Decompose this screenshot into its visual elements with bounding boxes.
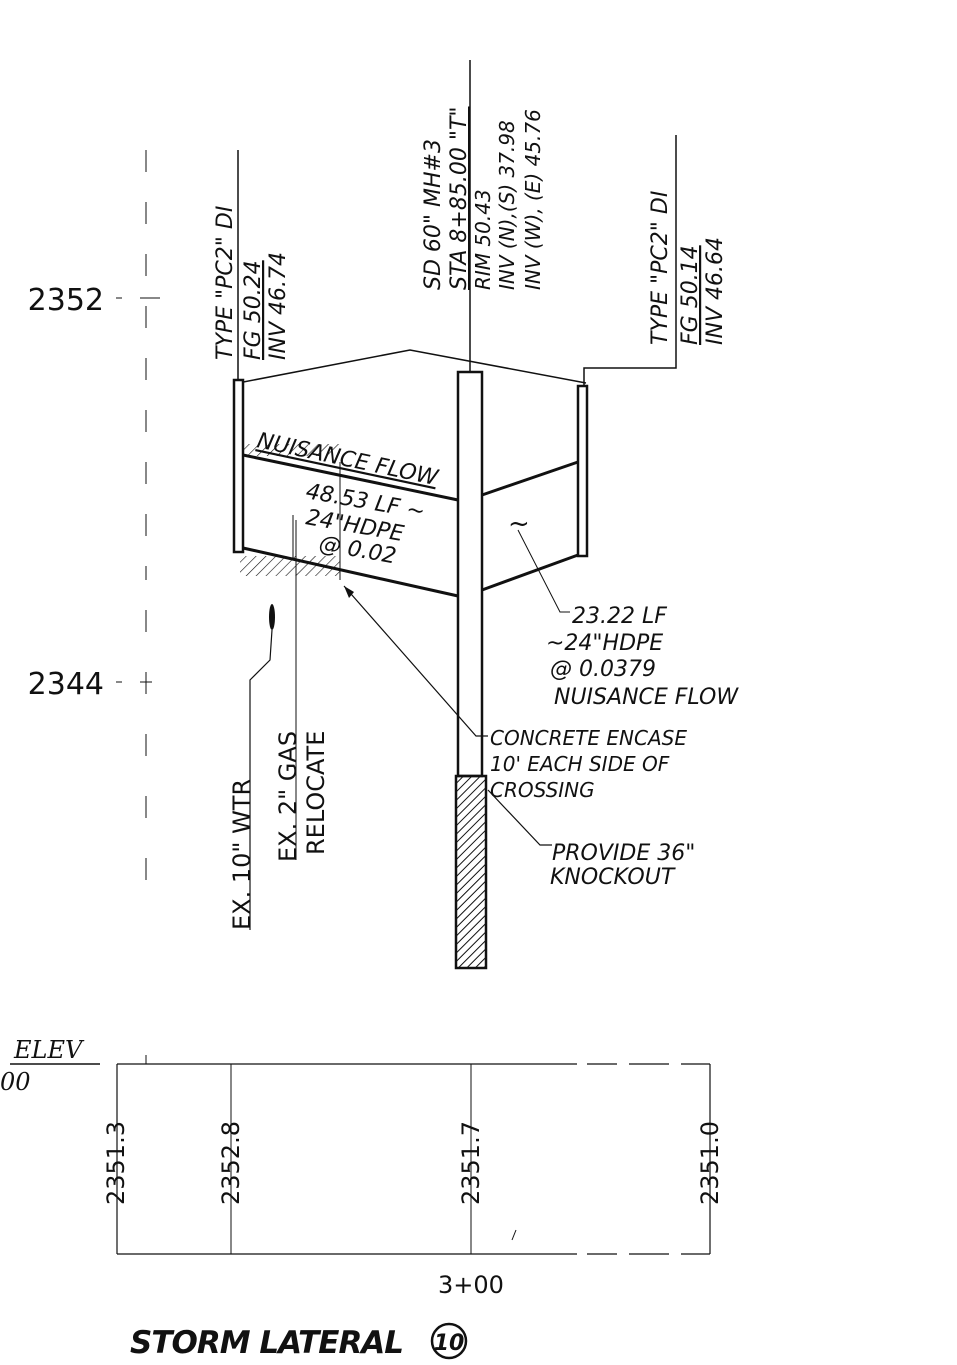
right-pipe-material: ~24"HDPE: [546, 631, 663, 656]
relocate-label: RELOCATE: [302, 731, 330, 855]
left-inlet: TYPE "PC2" DI FG 50.24 INV 46.74: [213, 150, 291, 554]
right-inlet: TYPE "PC2" DI FG 50.14 INV 46.64: [576, 135, 728, 558]
encase-note-line-2: 10' EACH SIDE OF: [490, 752, 670, 776]
gas-line-label: EX. 2" GAS: [274, 731, 302, 862]
right-pipe-flow-label: NUISANCE FLOW: [554, 685, 739, 710]
left-inlet-type: TYPE "PC2" DI: [213, 206, 238, 360]
title-number: 10: [434, 1331, 465, 1356]
manhole-label-5: INV (W), (E) 45.76: [521, 109, 545, 290]
elevation-label-lower: 2344: [28, 667, 104, 702]
left-inlet-fg: FG 50.24: [241, 260, 266, 360]
right-pipe: ~ 23.22 LF ~24"HDPE @ 0.0379 NUISANCE FL…: [481, 460, 739, 710]
table-value-3: 2351.7: [457, 1121, 485, 1205]
knockout-note-line-2: KNOCKOUT: [550, 865, 676, 890]
right-pipe-slope: @ 0.0379: [550, 657, 656, 682]
gas-line-marker: [269, 604, 275, 630]
manhole: SD 60" MH#3 STA 8+85.00 "T" RIM 50.43 IN…: [421, 60, 545, 970]
knockout-hatched-section: [454, 774, 488, 970]
left-pipe: NUISANCE FLOW 48.53 LF ~ 24"HDPE @ 0.02: [240, 428, 459, 598]
manhole-label-4: INV (N),(S) 37.98: [495, 120, 519, 290]
right-inlet-type: TYPE "PC2" DI: [648, 191, 673, 345]
table-value-1: 2351.3: [102, 1121, 130, 1205]
station-label: 3+00: [438, 1271, 504, 1299]
construction-notes: CONCRETE ENCASE 10' EACH SIDE OF CROSSIN…: [343, 585, 695, 890]
manhole-label-1: SD 60" MH#3: [421, 139, 446, 290]
manhole-label-3: RIM 50.43: [471, 189, 495, 290]
drawing-title: STORM LATERAL 10: [130, 1322, 468, 1361]
elevation-scale: 2352 2344: [28, 150, 160, 880]
manhole-label-2: STA 8+85.00 "T": [447, 106, 472, 290]
table-value-4: 2351.0: [696, 1121, 724, 1205]
right-pipe-tilde: ~: [508, 509, 530, 539]
right-inlet-fg: FG 50.14: [678, 245, 703, 345]
left-pipe-flow-label: NUISANCE FLOW: [255, 428, 441, 491]
encase-note-line-1: CONCRETE ENCASE: [490, 726, 687, 750]
water-line-label: EX. 10" WTR: [228, 779, 256, 930]
ground-line: [237, 349, 587, 384]
elevation-table: ELEV 00 2351.3 2352.8 2351.7 2351.0 3+00: [0, 1036, 724, 1299]
table-subheader: 00: [0, 1068, 31, 1096]
right-pipe-length: 23.22 LF: [572, 604, 667, 629]
title-text: STORM LATERAL: [130, 1325, 403, 1361]
encase-note-line-3: CROSSING: [490, 778, 595, 802]
elevation-label-upper: 2352: [28, 283, 104, 318]
utility-crossings: EX. 10" WTR EX. 2" GAS RELOCATE: [228, 520, 330, 930]
table-value-2: 2352.8: [217, 1121, 245, 1205]
table-header-elev: ELEV: [13, 1036, 85, 1064]
title-number-circle: [430, 1322, 468, 1360]
right-inlet-inv: INV 46.64: [703, 237, 728, 345]
left-inlet-inv: INV 46.74: [266, 252, 291, 360]
knockout-note-line-1: PROVIDE 36": [552, 841, 695, 866]
